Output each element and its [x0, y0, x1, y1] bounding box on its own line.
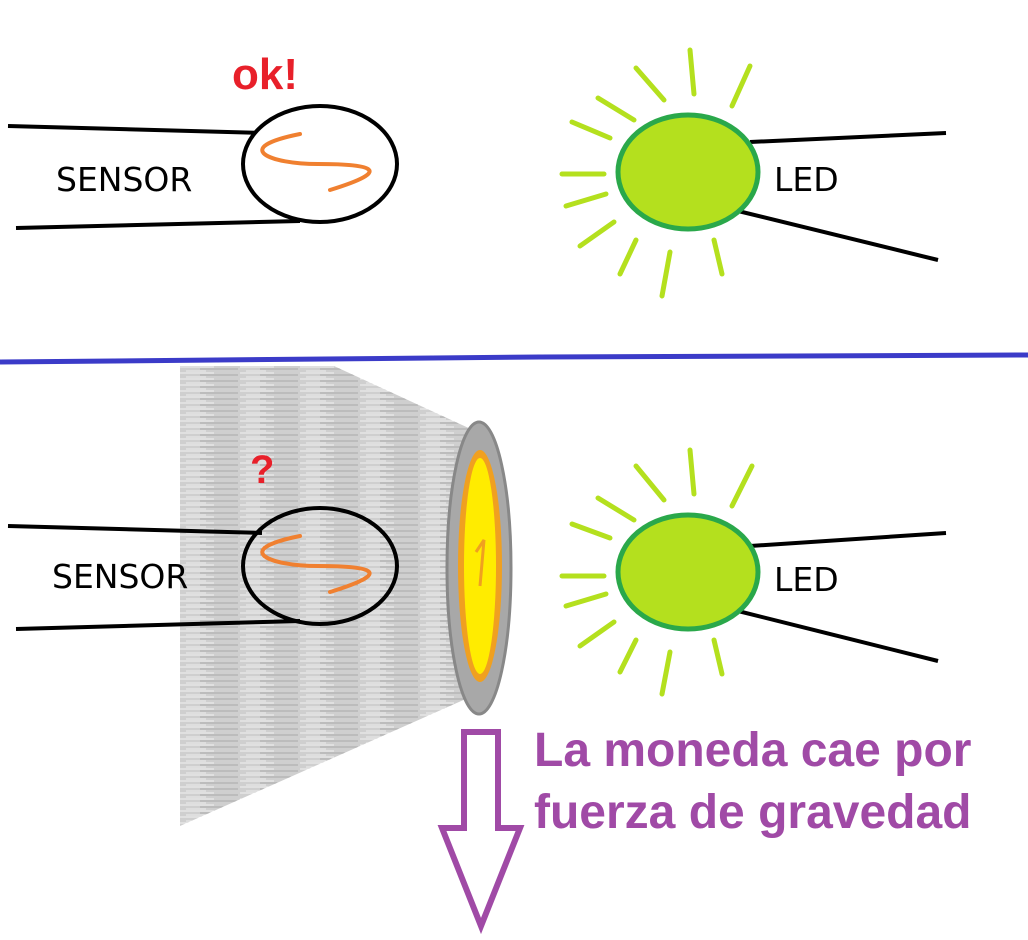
ok-status-label: ok! [232, 50, 298, 99]
sensor-wire-bottom [15, 219, 301, 230]
bottom-panel [7, 366, 947, 935]
sensor-label-top: SENSOR [56, 160, 193, 199]
led-label-bottom: LED [774, 560, 839, 599]
sensor-wire-top [7, 524, 263, 535]
question-status-label: ? [250, 448, 275, 492]
led-icon [559, 447, 947, 697]
led-rays [559, 47, 753, 299]
led-label-top: LED [774, 160, 839, 199]
led-wire-top [749, 131, 947, 144]
led-wire-bottom [733, 208, 939, 262]
panel-divider [0, 352, 1028, 365]
led-rays [559, 447, 755, 697]
top-panel [7, 47, 947, 299]
coin-face [464, 458, 496, 674]
down-arrow-icon [437, 729, 525, 935]
sensor-squiggle [260, 132, 372, 192]
sensor-body [241, 506, 399, 626]
sensor-squiggle [260, 534, 372, 594]
led-body [615, 512, 761, 632]
sensor-wire-bottom [15, 619, 301, 631]
led-wire-bottom [733, 608, 939, 663]
sensor-icon [7, 506, 399, 631]
sensor-icon [7, 104, 399, 230]
coin-shadow [180, 366, 486, 826]
caption-line-1: La moneda cae por [534, 724, 972, 777]
led-wire-top [749, 531, 947, 548]
led-body [615, 112, 761, 232]
coin-mark [474, 539, 486, 587]
sensor-label-bottom: SENSOR [52, 557, 189, 596]
gravity-caption: La moneda cae por fuerza de gravedad [534, 720, 971, 844]
caption-line-2: fuerza de gravedad [534, 786, 972, 839]
coin-icon [445, 420, 513, 716]
sensor-wire-top [7, 124, 263, 135]
led-icon [559, 47, 947, 299]
